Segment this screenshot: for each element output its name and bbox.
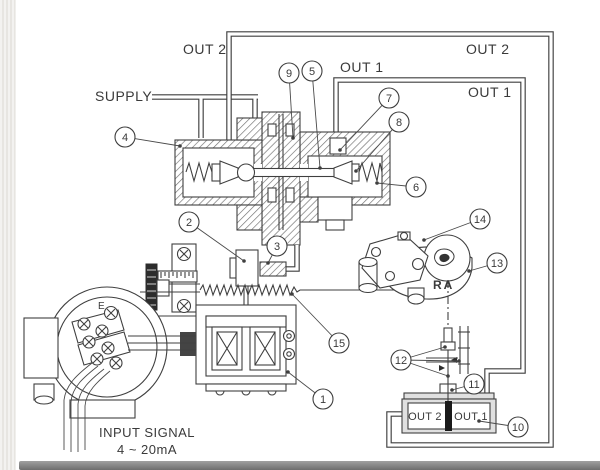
chamber-out2-label: OUT 2 [408,411,442,423]
callout-1: 1 [286,370,334,410]
callout-11: 11 [450,373,485,395]
svg-text:1: 1 [320,394,326,406]
callout-13: 13 [467,252,508,274]
out1-pipe-label: OUT 1 [340,59,383,75]
callout-6: 6 [375,176,427,198]
callout-10: 10 [477,416,529,438]
horizontal-scrollbar[interactable] [19,461,600,470]
out2-pipe-label: OUT 2 [183,41,226,57]
input-signal-range: 4 ~ 20mA [117,442,177,457]
cam-ra-marking: RA [433,278,454,292]
piston [445,401,452,431]
svg-text:9: 9 [286,68,292,80]
cam-assembly [358,231,473,305]
callout-9: 9 [278,62,300,140]
svg-text:2: 2 [186,217,192,229]
svg-text:4: 4 [122,132,128,144]
page-edge-texture [0,0,16,470]
svg-text:11: 11 [468,379,479,391]
callout-8: 8 [354,111,410,173]
callout-15: 15 [290,292,350,354]
earth-terminal-label: E [98,301,105,312]
input-signal-label: INPUT SIGNAL [99,425,195,440]
callout-12: 12 [390,345,461,378]
feedback-spring [199,283,410,297]
callout-4: 4 [114,126,182,148]
zero-adjuster [145,243,200,314]
callout-5: 5 [301,60,323,170]
out2-loop-label: OUT 2 [466,41,509,57]
callout-2: 2 [178,211,246,263]
nozzle-seat-block [317,196,353,231]
callout-7: 7 [338,87,400,152]
svg-text:15: 15 [333,338,345,350]
callout-14: 14 [422,208,491,242]
terminal-screws [77,305,123,370]
svg-text:8: 8 [396,117,402,129]
supply-label: SUPPLY [95,88,152,104]
torque-motor [195,304,297,396]
svg-text:7: 7 [386,93,392,105]
out1-pipe-loop [333,77,526,401]
callout-3: 3 [266,235,288,265]
svg-text:3: 3 [274,241,280,253]
terminal-housing [23,286,196,452]
svg-text:13: 13 [491,258,503,270]
svg-text:6: 6 [413,182,419,194]
svg-text:10: 10 [512,422,524,434]
actuator-cylinder [401,384,497,434]
svg-text:14: 14 [474,214,486,226]
out1-loop-label: OUT 1 [468,84,511,100]
svg-text:12: 12 [395,355,407,367]
svg-text:5: 5 [309,66,315,78]
out2-pipe-loop [226,31,554,448]
